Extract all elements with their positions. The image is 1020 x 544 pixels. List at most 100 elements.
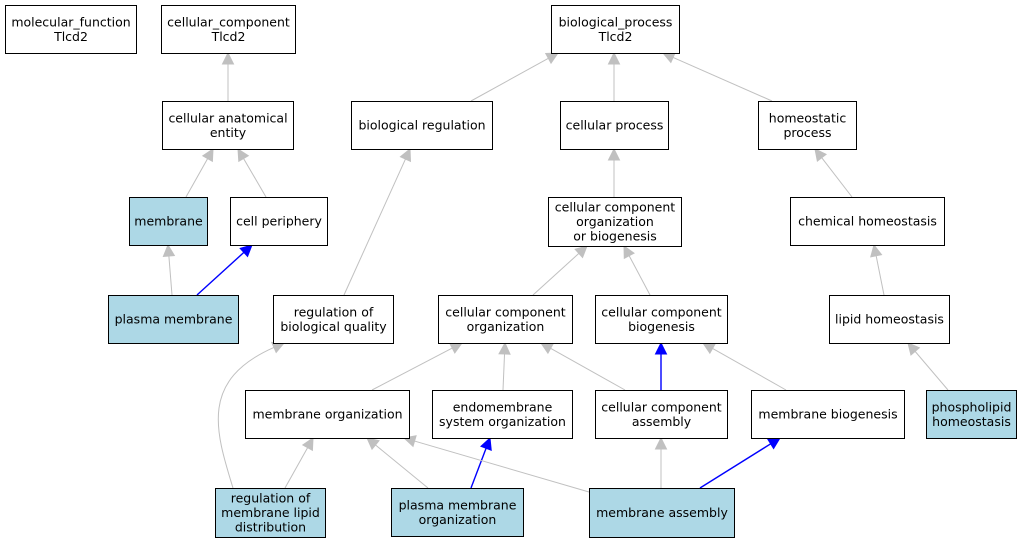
- go-term-node-lipid: lipid homeostasis: [829, 295, 950, 344]
- go-term-node-morg: membrane organization: [245, 390, 410, 439]
- node-label-rbq-0: regulation of: [294, 304, 374, 319]
- node-box-lipid: [829, 295, 950, 344]
- edge-chem-hproc: [814, 148, 853, 198]
- node-label-endo-1: system organization: [439, 414, 566, 429]
- node-label-bp-0: biological_process: [559, 14, 673, 29]
- node-box-rmld: [215, 488, 326, 538]
- edge-arrowhead-cae-cc: [221, 51, 235, 65]
- go-term-node-cproc: cellular process: [560, 101, 669, 150]
- edge-arrowhead-cca-cco: [540, 342, 555, 355]
- edge-arrowhead-ccob-cproc: [607, 147, 621, 161]
- edge-arrowhead-pmo-endo: [480, 436, 492, 451]
- edge-mbio-ccb: [702, 342, 787, 391]
- edge-arrowhead-mem-cae: [201, 148, 214, 163]
- edge-cco-ccob: [532, 245, 588, 296]
- edge-line-morg-cco: [371, 347, 453, 391]
- edge-cca-cco: [540, 342, 626, 391]
- node-label-cproc-0: cellular process: [566, 118, 664, 133]
- edge-arrowhead-pm-mem: [162, 243, 176, 257]
- node-box-mf: [5, 5, 137, 54]
- node-label-mbio-0: membrane biogenesis: [758, 407, 897, 422]
- go-term-node-pm: plasma membrane: [108, 295, 239, 344]
- edge-line-ma-mbio: [699, 443, 772, 489]
- edge-line-cca-cco: [550, 347, 626, 391]
- edge-line-rbq-breg: [343, 158, 406, 296]
- node-label-mem-0: membrane: [134, 214, 203, 229]
- node-label-hproc-1: process: [783, 125, 831, 140]
- edge-line-pmo-morg: [375, 444, 429, 489]
- node-box-hproc: [758, 101, 857, 150]
- edge-ccb-ccob: [623, 245, 651, 296]
- node-label-cae-1: entity: [210, 125, 247, 140]
- node-label-endo-0: endomembrane: [453, 399, 553, 414]
- edge-cproc-bp: [607, 51, 621, 101]
- edge-line-hproc-bp: [672, 56, 773, 102]
- node-box-pm: [108, 295, 239, 344]
- edge-arrowhead-endo-cco: [498, 341, 511, 355]
- node-label-phos-1: homeostasis: [932, 414, 1011, 429]
- node-label-hproc-0: homeostatic: [769, 110, 847, 125]
- edge-arrowhead-phos-lipid: [907, 342, 921, 356]
- edge-arrowhead-breg-bp: [544, 52, 559, 65]
- node-label-cper-0: cell periphery: [236, 214, 322, 229]
- edge-ccob-cproc: [607, 147, 621, 197]
- node-box-cco: [438, 295, 573, 344]
- edge-line-endo-cco: [502, 353, 506, 391]
- node-label-bp-1: Tlcd2: [598, 29, 633, 44]
- node-label-cco-1: organization: [467, 319, 545, 334]
- node-label-rmld-0: regulation of: [231, 491, 311, 506]
- node-label-cc-0: cellular_component: [167, 14, 290, 29]
- node-label-ccob-0: cellular component: [555, 200, 675, 215]
- edge-arrowhead-cco-ccob: [574, 245, 588, 259]
- edge-arrowhead-ma-mbio: [766, 437, 781, 450]
- node-box-chem: [790, 197, 945, 246]
- node-label-pmo-0: plasma membrane: [399, 497, 517, 512]
- edge-ma-mbio: [699, 437, 781, 489]
- edge-line-rmld-morg: [284, 447, 309, 489]
- edge-rmld-morg: [284, 437, 314, 489]
- edge-line-pm-mem: [168, 255, 173, 296]
- node-box-ccob: [548, 197, 682, 247]
- go-term-node-breg: biological regulation: [351, 101, 493, 150]
- edge-cca-ccb: [654, 341, 668, 390]
- edge-arrowhead-cca-ccb: [654, 341, 668, 355]
- edge-cper-cae: [237, 148, 267, 198]
- node-label-morg-0: membrane organization: [252, 407, 402, 422]
- edge-arrowhead-chem-hproc: [814, 148, 828, 162]
- edge-line-ma-morg: [414, 440, 590, 493]
- go-term-node-mbio: membrane biogenesis: [751, 390, 905, 439]
- node-label-rmld-1: membrane lipid: [221, 505, 320, 520]
- node-box-cc: [161, 5, 296, 54]
- node-box-ma: [589, 488, 735, 538]
- edge-line-cper-cae: [243, 158, 267, 198]
- node-box-bp: [551, 5, 680, 54]
- node-box-phos: [926, 390, 1017, 439]
- node-label-phos-0: phospholipid: [932, 399, 1012, 414]
- edge-line-mem-cae: [185, 158, 209, 198]
- edge-arrowhead-cproc-bp: [607, 51, 621, 65]
- node-label-chem-0: chemical homeostasis: [798, 214, 937, 229]
- edge-line-ccb-ccob: [628, 255, 651, 296]
- edge-pm-mem: [162, 243, 176, 296]
- edge-arrowhead-rbq-breg: [399, 147, 412, 163]
- node-label-lipid-0: lipid homeostasis: [835, 312, 944, 327]
- edge-mem-cae: [185, 148, 214, 198]
- edge-cae-cc: [221, 51, 235, 101]
- edge-rbq-breg: [343, 147, 412, 296]
- node-box-pmo: [391, 488, 524, 537]
- node-box-mbio: [751, 390, 905, 439]
- edge-arrowhead-cper-cae: [237, 148, 250, 163]
- edge-arrowhead-ccb-ccob: [623, 245, 635, 260]
